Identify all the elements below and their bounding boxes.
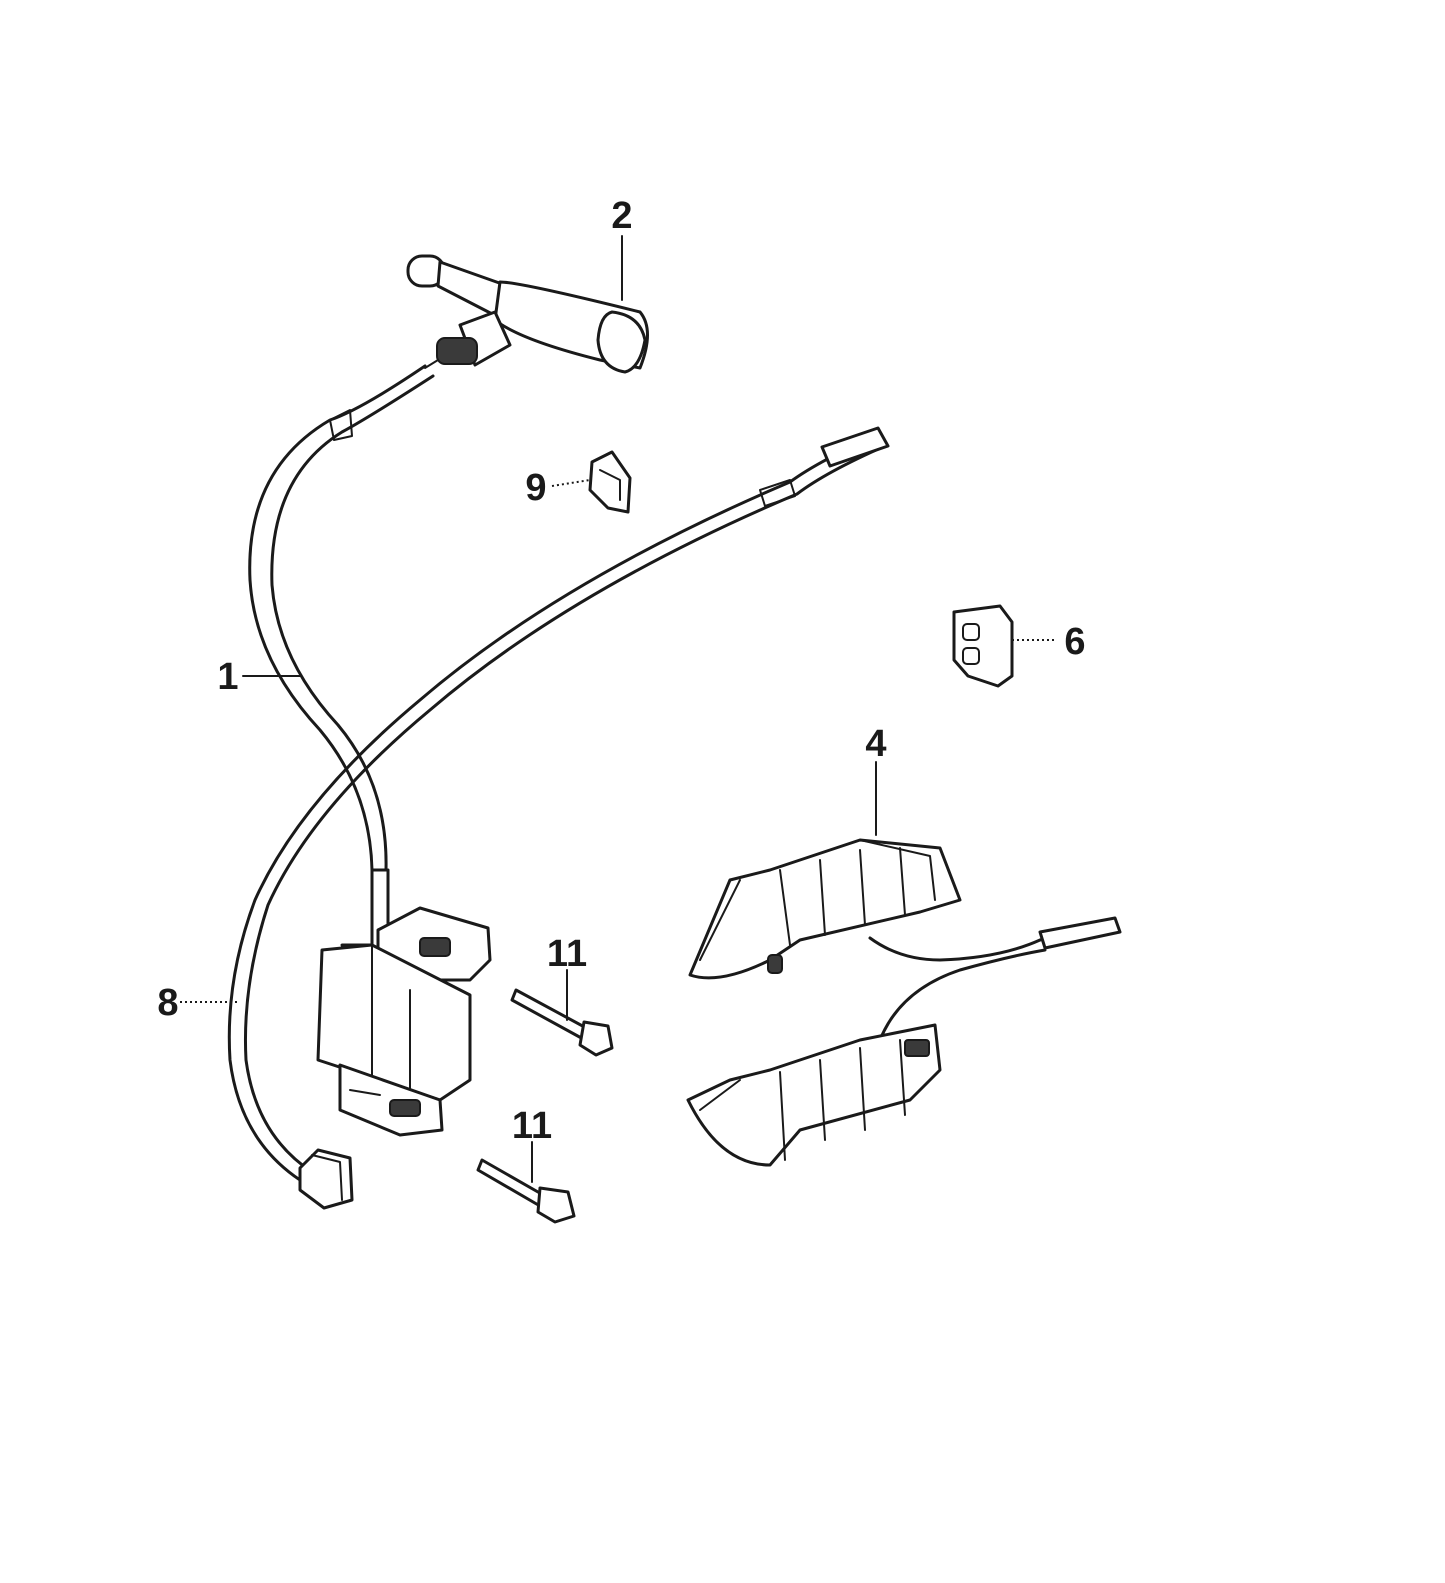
high-tension-lead <box>248 364 435 872</box>
charge-coil-upper <box>688 838 962 980</box>
ignition-coil <box>316 868 492 1137</box>
callout-bolt-lower: 11 <box>512 1105 552 1147</box>
ground-wire <box>227 426 890 1182</box>
bolt-upper <box>510 988 614 1057</box>
callout-ignition-coil: 1 <box>217 656 238 698</box>
ground-wire-terminal <box>298 1148 354 1210</box>
callout-connector: 6 <box>1064 621 1085 663</box>
leader-lines <box>180 235 1056 1183</box>
charge-coil-lower <box>686 1023 942 1167</box>
charge-coil-wiring <box>868 916 1122 1042</box>
callout-charge-coil: 4 <box>865 723 886 765</box>
callout-ground-wire: 8 <box>157 982 178 1024</box>
spark-plug-cap <box>406 254 649 374</box>
callout-clip: 9 <box>525 467 546 509</box>
wire-clip <box>588 450 632 514</box>
connector-block <box>952 604 1014 688</box>
callout-plug-cap: 2 <box>611 195 632 237</box>
callout-bolt-upper: 11 <box>547 933 587 975</box>
bolt-lower <box>476 1158 576 1224</box>
